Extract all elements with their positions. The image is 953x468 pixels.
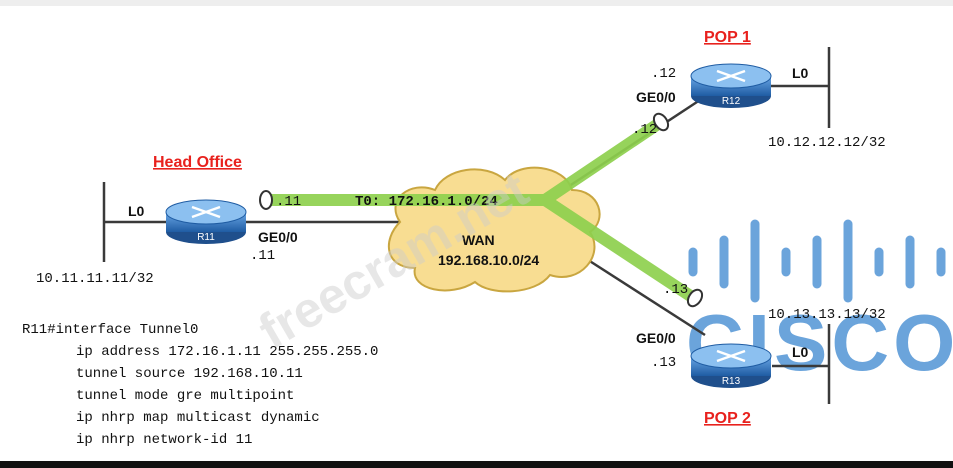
config-line: tunnel mode gre multipoint	[76, 388, 294, 404]
r13-loopback-ip: 10.13.13.13/32	[768, 307, 886, 323]
r13-loopback-label: L0	[792, 344, 809, 360]
r11-loopback-ip: 10.11.11.11/32	[36, 271, 154, 287]
bottom-border	[0, 461, 953, 468]
r11-ge-host: .11	[250, 248, 275, 264]
tunnel-endpoint-r12	[652, 112, 670, 132]
router-label-r11: R11	[197, 232, 215, 243]
r11-ge-label: GE0/0	[258, 229, 298, 245]
r13-ge-host: .13	[651, 355, 676, 371]
tunnel-leg-r12	[539, 118, 664, 206]
r12-loopback-ip: 10.12.12.12/32	[768, 135, 886, 151]
loopback-links	[102, 47, 831, 404]
router-arrows-icon	[191, 205, 221, 219]
site-label-head-office: Head Office	[153, 154, 242, 171]
config-block: R11#interface Tunnel0 ip address 172.16.…	[22, 322, 378, 448]
router-arrows-icon	[716, 349, 746, 363]
config-line: ip nhrp map multicast dynamic	[76, 410, 320, 426]
router-label-r12: R12	[722, 96, 741, 107]
tunnel-label: T0: 172.16.1.0/24	[355, 194, 498, 210]
tunnel-t0	[264, 118, 698, 303]
config-line: R11#interface Tunnel0	[22, 322, 198, 338]
wan-label: WAN	[462, 232, 495, 248]
r12-ge-label: GE0/0	[636, 89, 676, 105]
config-line: tunnel source 192.168.10.11	[76, 366, 303, 382]
r12-tunnel-host: .12	[632, 122, 657, 138]
router-r11: R11	[165, 199, 247, 244]
top-border	[0, 0, 953, 6]
config-line: ip nhrp network-id 11	[76, 432, 252, 448]
site-label-pop2: POP 2	[704, 410, 751, 427]
tunnel-leg-r13	[539, 194, 698, 303]
r13-tunnel-host: .13	[663, 282, 688, 298]
router-label-r13: R13	[722, 376, 741, 387]
router-r12: R12	[690, 63, 772, 108]
cisco-logo-bars	[688, 219, 946, 303]
router-r13: R13	[690, 343, 772, 388]
r13-ge-label: GE0/0	[636, 330, 676, 346]
site-label-pop1: POP 1	[704, 29, 751, 46]
tunnel-endpoint-r11	[259, 190, 273, 210]
wan-subnet: 192.168.10.0/24	[438, 252, 539, 268]
link-r13-wan	[584, 256, 706, 337]
config-line: ip address 172.16.1.11 255.255.255.0	[76, 344, 378, 360]
r11-loopback-label: L0	[128, 203, 145, 219]
router-arrows-icon	[716, 69, 746, 83]
tunnel-endpoint-r13	[686, 288, 704, 308]
r12-loopback-label: L0	[792, 65, 809, 81]
tunnel-endpoints	[259, 112, 704, 308]
r11-tunnel-host: .11	[276, 194, 301, 210]
r12-ge-host: .12	[651, 66, 676, 82]
